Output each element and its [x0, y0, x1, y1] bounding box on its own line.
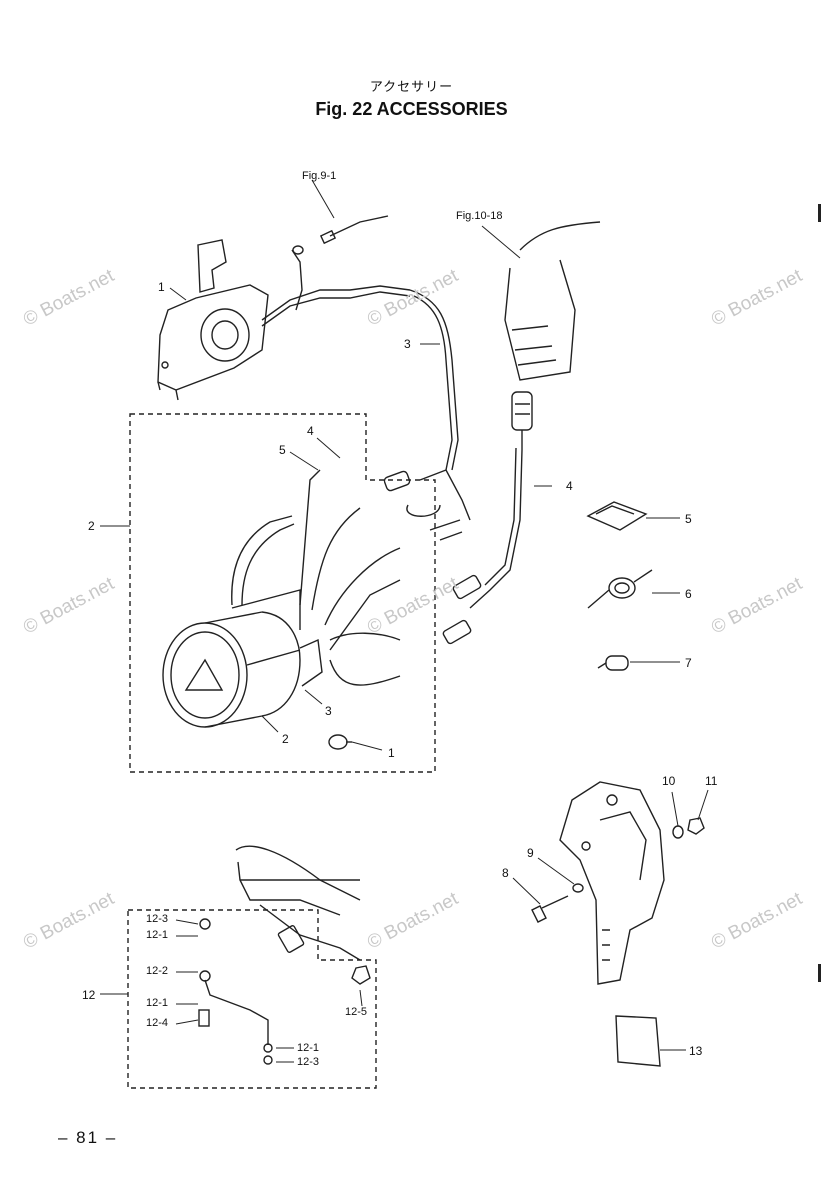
- callout-10: 10: [662, 774, 676, 788]
- washer9-drawing: [572, 883, 584, 893]
- callout-7: 7: [685, 656, 692, 670]
- part5-card-drawing: [586, 501, 648, 531]
- callout-group2-2: 2: [282, 732, 289, 746]
- engine-fragment-drawing: [504, 221, 601, 381]
- callout-12-3-bottom: 12-3: [297, 1056, 320, 1068]
- callout-1: 1: [158, 280, 165, 294]
- group2-dashed-box: [129, 413, 436, 773]
- fig10-reference: Fig.10-18: [456, 210, 503, 222]
- callout-12-2: 12-2: [146, 965, 169, 977]
- page-number: – 81 –: [58, 1128, 118, 1147]
- callout-12-1-mid: 12-1: [146, 997, 169, 1009]
- bolt8-drawing: [531, 895, 569, 923]
- callout-12-3-top: 12-3: [146, 913, 169, 925]
- edge-mark: [818, 204, 821, 222]
- part13-sticker-drawing: [615, 1015, 661, 1067]
- callout-13: 13: [689, 1044, 703, 1058]
- gauge-wires-drawing: [231, 469, 401, 686]
- callout-6: 6: [685, 587, 692, 601]
- callout-12-5: 12-5: [345, 1006, 368, 1018]
- nut11-drawing: [687, 817, 705, 835]
- title-japanese: アクセサリー: [369, 79, 454, 94]
- callout-11: 11: [705, 774, 718, 788]
- callout-4: 4: [566, 479, 573, 493]
- fig9-reference: Fig.9-1: [302, 170, 337, 182]
- page-title: Fig. 22 ACCESSORIES: [315, 99, 508, 119]
- gauge-drawing: [162, 589, 323, 728]
- callout-8: 8: [502, 866, 509, 880]
- callout-group2-4: 4: [307, 424, 314, 438]
- callout-12: 12: [82, 988, 96, 1002]
- part6-spring-drawing: [587, 569, 653, 609]
- callout-2: 2: [88, 519, 95, 533]
- callout-group2-3: 3: [325, 704, 332, 718]
- callout-12-4: 12-4: [146, 1017, 169, 1029]
- engine-cover-drawing: [235, 845, 361, 916]
- transom-bracket-drawing: [559, 781, 665, 985]
- callout-group2-5: 5: [279, 443, 286, 457]
- part7-bulb-drawing: [597, 655, 629, 671]
- harness-cable-drawing: [383, 289, 471, 541]
- edge-mark: [818, 964, 821, 982]
- callout-group2-1: 1: [388, 746, 395, 760]
- fig9-cable-drawing: [261, 215, 411, 327]
- callout-12-1-bottom: 12-1: [297, 1042, 320, 1054]
- remote-control-box-drawing: [157, 239, 269, 401]
- callout-12-1-top: 12-1: [146, 929, 169, 941]
- callout-3: 3: [404, 337, 411, 351]
- leader-lines: [100, 179, 709, 1063]
- washer10-drawing: [672, 825, 684, 839]
- callout-5: 5: [685, 512, 692, 526]
- group12-dashed-box: [127, 909, 377, 1089]
- callout-9: 9: [527, 846, 534, 860]
- plug-wire-drawing: [442, 391, 533, 645]
- ground-wire-drawing: [198, 904, 371, 1065]
